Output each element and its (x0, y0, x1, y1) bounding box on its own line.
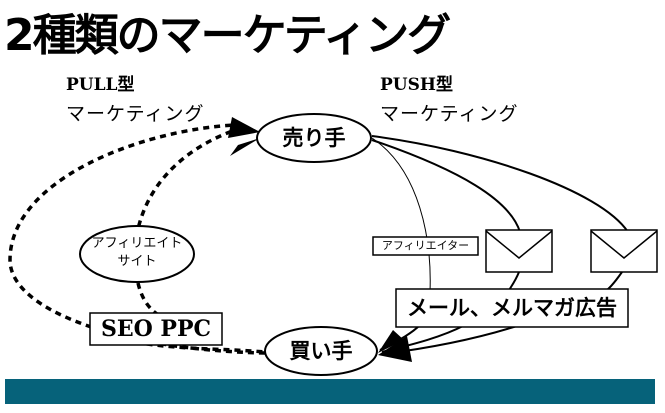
envelope-icon (590, 229, 658, 273)
arrowhead-seller-2 (230, 138, 260, 156)
affiliate-site-label-line2: サイト (117, 254, 157, 269)
affiliate-site-label-line1: アフィリエイト (91, 236, 183, 251)
affiliate-site-node-shape (79, 225, 195, 283)
mail-ads-box (395, 288, 629, 328)
arrowhead-seller (228, 117, 260, 138)
seo-ppc-box (89, 312, 223, 346)
push-outer-path (371, 135, 629, 233)
affiliate-to-seo-dashed-path (136, 282, 161, 318)
pull-inner-dashed-path (133, 128, 236, 249)
seller-node-label: 売り手 (282, 125, 346, 150)
seo-ppc-label: SEO PPC (100, 316, 212, 342)
seller-node-shape (256, 113, 372, 163)
push-sub-label: マーケティング (380, 103, 519, 125)
mail-ads-label: メール、メルマガ広告 (407, 295, 617, 320)
page-title: 2種類のマーケティング (4, 10, 451, 61)
envelope-icon (485, 229, 553, 273)
pull-sub-label: マーケティング (66, 103, 205, 125)
pull-type-label: PULL型 (66, 75, 135, 95)
arrowhead-buyer-1 (378, 330, 404, 353)
push-thin-path (371, 137, 431, 293)
buyer-node-label: 買い手 (289, 338, 353, 363)
footer-band (5, 379, 655, 404)
buyer-node-shape (264, 326, 378, 376)
affiliator-label: アフィリエイター (381, 239, 470, 252)
arrowhead-buyer-2 (378, 336, 412, 362)
affiliator-box (372, 236, 479, 256)
push-mid-path (371, 139, 521, 233)
push-type-label: PUSH型 (380, 75, 453, 95)
